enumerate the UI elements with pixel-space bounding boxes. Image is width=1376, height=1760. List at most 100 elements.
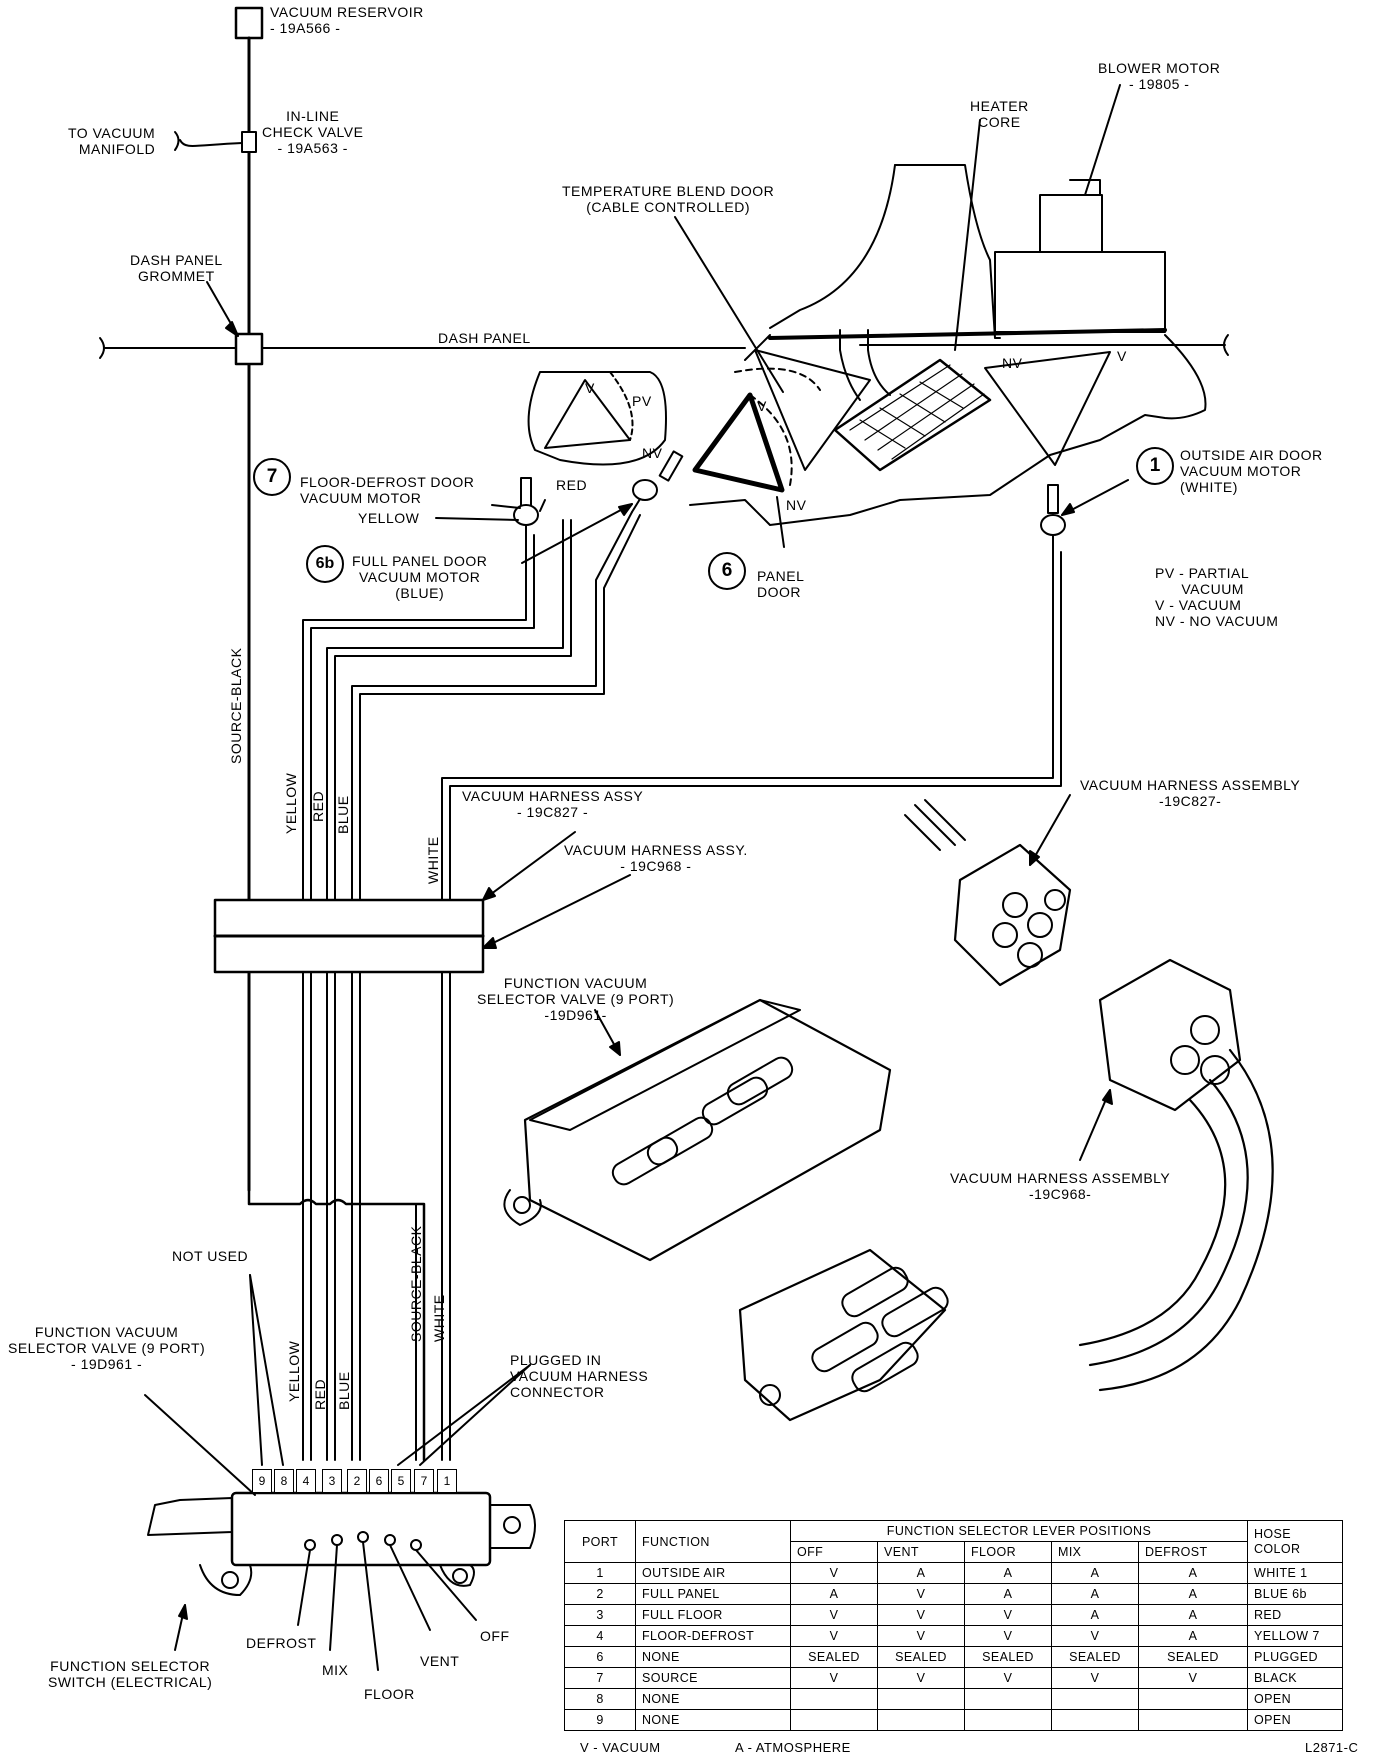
port-3: 3 <box>322 1469 342 1493</box>
table-cell: NONE <box>635 1709 791 1731</box>
label-blower-motor: BLOWER MOTOR - 19805 - <box>1098 60 1221 92</box>
hose-yellow <box>302 534 535 1191</box>
label-panel-nv: NV <box>786 497 807 513</box>
header-lever-positions: FUNCTION SELECTOR LEVER POSITIONS <box>790 1520 1248 1542</box>
table-cell: BLACK <box>1247 1667 1343 1689</box>
port-5: 5 <box>391 1469 411 1493</box>
table-header-row: OFF VENT FLOOR MIX DEFROST <box>565 1541 1343 1563</box>
harness-19c827-connector <box>904 794 1072 987</box>
label-check-valve: IN-LINE CHECK VALVE - 19A563 - <box>262 108 364 156</box>
label-harness-19c827: VACUUM HARNESS ASSY - 19C827 - <box>462 788 644 820</box>
table-cell: SEALED <box>790 1646 878 1668</box>
port-8: 8 <box>274 1469 294 1493</box>
table-cell: V <box>790 1625 878 1647</box>
table-cell: RED <box>1247 1604 1343 1626</box>
table-cell: A <box>1138 1583 1248 1605</box>
label-mix: MIX <box>322 1662 349 1678</box>
table-cell: A <box>1051 1604 1139 1626</box>
table-cell: 3 <box>564 1604 636 1626</box>
table-cell: NONE <box>635 1646 791 1668</box>
table-cell: SEALED <box>1138 1646 1248 1668</box>
table-cell: V <box>877 1604 965 1626</box>
label-dash-panel-grommet: DASH PANEL GROMMET <box>130 252 223 284</box>
label-hose-blue: BLUE <box>335 795 351 834</box>
label-heater-core: HEATER CORE <box>970 98 1029 130</box>
table-cell: FULL PANEL <box>635 1583 791 1605</box>
header-vent: VENT <box>877 1541 965 1563</box>
table-cell: 7 <box>564 1667 636 1689</box>
table-cell: V <box>877 1625 965 1647</box>
legend-vacuum-codes: PV - PARTIAL VACUUM V - VACUUM NV - NO V… <box>1155 565 1279 629</box>
table-cell: A <box>1138 1604 1248 1626</box>
label-yellow-lower: YELLOW <box>286 1340 302 1402</box>
selector-valve-illustration <box>503 998 892 1262</box>
table-cell: 2 <box>564 1583 636 1605</box>
label-red-lower: RED <box>312 1378 328 1410</box>
port-9: 9 <box>252 1469 272 1493</box>
header-function: FUNCTION <box>635 1520 791 1563</box>
table-cell: PLUGGED <box>1247 1646 1343 1668</box>
table-cell: V <box>790 1604 878 1626</box>
table-cell: A <box>1138 1562 1248 1584</box>
table-cell: 6 <box>564 1646 636 1668</box>
label-selector-valve-lower: FUNCTION VACUUM SELECTOR VALVE (9 PORT) … <box>8 1324 206 1372</box>
full-panel-motor <box>631 450 684 513</box>
function-selector-table: PORT FUNCTION FUNCTION SELECTOR LEVER PO… <box>564 1520 1343 1731</box>
label-full-panel-motor: FULL PANEL DOOR VACUUM MOTOR (BLUE) <box>352 553 488 601</box>
label-temperature-blend-door: TEMPERATURE BLEND DOOR (CABLE CONTROLLED… <box>562 183 775 215</box>
table-cell: V <box>1051 1667 1139 1689</box>
table-group-header-row: PORT FUNCTION FUNCTION SELECTOR LEVER PO… <box>564 1520 1343 1563</box>
table-cell <box>964 1709 1052 1731</box>
table-cell <box>964 1688 1052 1710</box>
table-cell: WHITE 1 <box>1247 1562 1343 1584</box>
table-cell: OPEN <box>1247 1688 1343 1710</box>
hose-blue <box>351 511 641 1191</box>
table-cell: V <box>790 1667 878 1689</box>
blower-housing <box>994 251 1166 333</box>
table-cell <box>1138 1688 1248 1710</box>
label-defrost: DEFROST <box>246 1635 317 1651</box>
label-source-black: SOURCE-BLACK <box>228 647 244 764</box>
label-selector-switch: FUNCTION SELECTOR SWITCH (ELECTRICAL) <box>48 1658 213 1690</box>
header-port: PORT <box>564 1520 636 1563</box>
table-cell: 1 <box>564 1562 636 1584</box>
table-cell <box>877 1688 965 1710</box>
label-harness-assembly-19c968: VACUUM HARNESS ASSEMBLY -19C968- <box>950 1170 1171 1202</box>
label-blue-lower: BLUE <box>336 1371 352 1410</box>
table-cell <box>1051 1688 1139 1710</box>
table-cell: V <box>964 1667 1052 1689</box>
label-source-black-lower: SOURCE-BLACK <box>408 1225 424 1342</box>
label-panel-v: V <box>757 398 767 414</box>
selector-valve-body <box>230 1491 492 1567</box>
table-cell: A <box>790 1583 878 1605</box>
port-1: 1 <box>437 1469 457 1493</box>
label-selector-valve-upper: FUNCTION VACUUM SELECTOR VALVE (9 PORT) … <box>477 975 675 1023</box>
table-cell: V <box>877 1583 965 1605</box>
check-valve <box>241 131 257 153</box>
header-mix: MIX <box>1051 1541 1139 1563</box>
label-oa-nv: NV <box>1002 355 1023 371</box>
callout-6b: 6b <box>306 545 344 583</box>
table-cell: A <box>1138 1625 1248 1647</box>
port-2: 2 <box>347 1469 367 1493</box>
label-white-lower: WHITE <box>431 1294 447 1342</box>
table-cell: SEALED <box>877 1646 965 1668</box>
callout-7: 7 <box>253 458 291 496</box>
label-vacuum-reservoir: VACUUM RESERVOIR - 19A566 - <box>270 4 424 36</box>
table-cell: A <box>964 1562 1052 1584</box>
table-cell: SEALED <box>964 1646 1052 1668</box>
label-harness-19c968: VACUUM HARNESS ASSY. - 19C968 - <box>564 842 748 874</box>
label-to-vacuum-manifold: TO VACUUM MANIFOLD <box>68 125 156 157</box>
table-cell <box>877 1709 965 1731</box>
port-6: 6 <box>369 1469 389 1493</box>
label-hose-yellow: YELLOW <box>283 772 299 834</box>
table-cell: V <box>964 1625 1052 1647</box>
label-off: OFF <box>480 1628 510 1644</box>
figure-id: L2871-C <box>1305 1740 1359 1755</box>
